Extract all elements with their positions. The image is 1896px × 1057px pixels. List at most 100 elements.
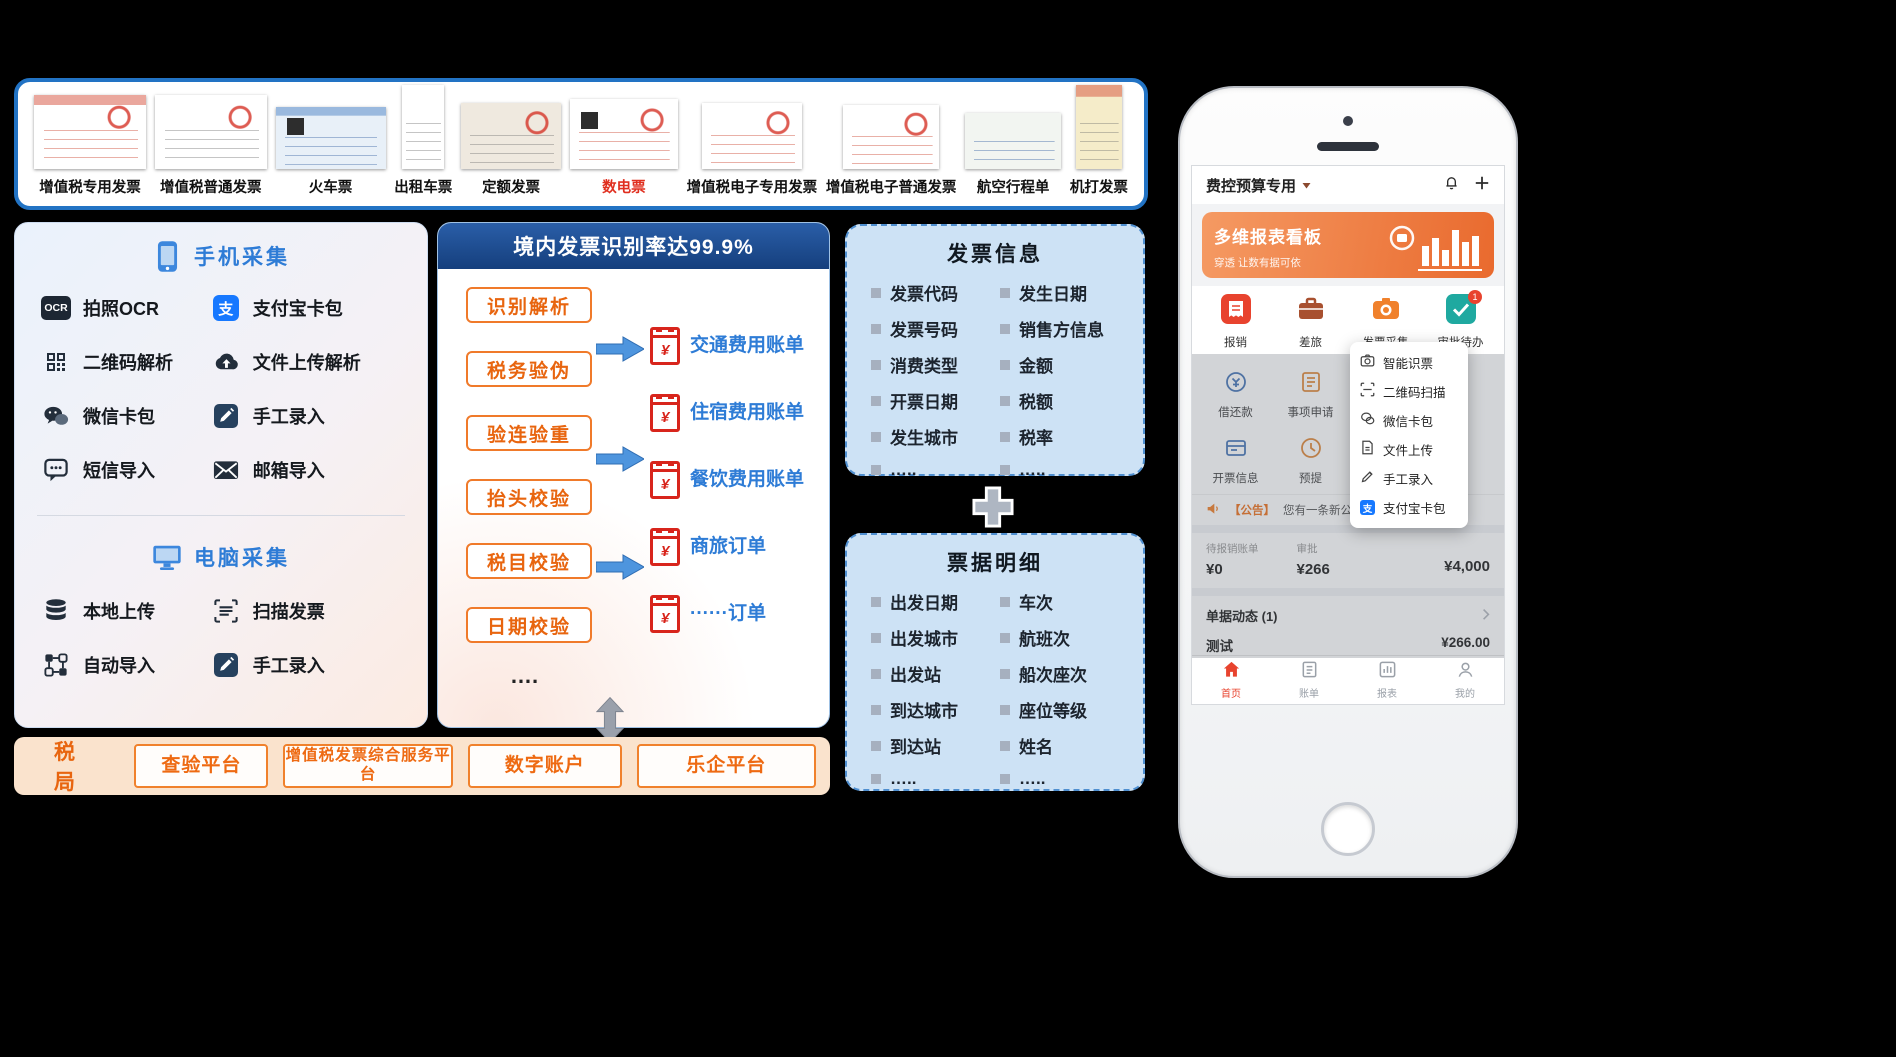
- wechat-icon: [41, 401, 71, 431]
- nav-bills[interactable]: 账单: [1270, 656, 1348, 704]
- bullet-icon: [1000, 359, 1010, 370]
- reimburse-icon: [1220, 294, 1251, 329]
- stat-value: ¥4,000: [1444, 558, 1490, 576]
- invoice-info-col2: 发生日期 销售方信息 金额 税额 税率 …..: [1000, 280, 1129, 480]
- quick-action-travel[interactable]: 差旅: [1273, 294, 1348, 350]
- pc-collect-title: 电脑采集: [194, 547, 290, 570]
- bell-icon[interactable]: [1443, 174, 1460, 196]
- engine-steps-ellipsis: ….: [510, 663, 539, 688]
- menu-item-file-upload[interactable]: 文件上传: [1350, 435, 1468, 464]
- qrcode-icon: [41, 347, 71, 377]
- phone-home-button[interactable]: [1321, 802, 1375, 856]
- pencil-icon: [211, 650, 241, 680]
- docs-section-title: 单据动态 (1): [1206, 609, 1278, 625]
- travel-icon: [1296, 294, 1326, 329]
- nav-label: 我的: [1455, 689, 1475, 700]
- bullet-icon: [1000, 323, 1010, 334]
- invoice-type-label: 机打发票: [1069, 180, 1128, 196]
- vat-general-invoice-thumbnail: [154, 95, 267, 169]
- menu-item-manual-entry[interactable]: 手工录入: [1350, 464, 1468, 493]
- vat-e-special-invoice-thumbnail: [701, 103, 802, 169]
- engine-step: 税务验伪: [466, 351, 592, 387]
- collect-item-label: 自动导入: [83, 656, 155, 676]
- quick-action-label: 报销: [1224, 337, 1247, 349]
- invoice-info-columns: 发票代码 发票号码 消费类型 开票日期 发生城市 ….. 发生日期 销售方信息 …: [847, 268, 1143, 480]
- invoice-type-label: 增值税电子专用发票: [686, 180, 818, 196]
- action-label: 开票信息: [1212, 473, 1259, 485]
- flow-arrow-icon: [595, 335, 646, 368]
- bills-icon: [1300, 660, 1319, 682]
- request-icon: [1299, 370, 1323, 399]
- bullet-icon: [871, 668, 881, 679]
- home-icon: [1222, 660, 1241, 682]
- collect-item-label: 扫描发票: [252, 602, 325, 622]
- engine-steps: 识别解析 税务验伪 验连验重 抬头校验 税目校验 日期校验 ….: [466, 287, 592, 688]
- stat-budget: ¥4,000: [1444, 541, 1490, 575]
- info-label: 发票号码: [890, 321, 958, 340]
- info-label: 税率: [1019, 429, 1053, 448]
- machine-printed-invoice-thumbnail: [1075, 85, 1122, 169]
- profile-icon: [1456, 660, 1475, 682]
- action-loan[interactable]: 借还款: [1198, 370, 1273, 420]
- output-label: 住宿费用账单: [690, 402, 805, 424]
- auto-import-icon: [41, 650, 71, 680]
- phone-screen: 费控预算专用 多维报表看板 穿透 让数有据可依: [1191, 165, 1505, 705]
- collect-item-label: 微信卡包: [83, 407, 155, 427]
- document-activity-header[interactable]: 单据动态 (1): [1192, 596, 1504, 631]
- quick-action-reimburse[interactable]: 报销: [1198, 294, 1273, 350]
- output-label: 商旅订单: [690, 536, 767, 558]
- menu-item-alipay-card[interactable]: 支 支付宝卡包: [1350, 493, 1468, 522]
- nav-profile[interactable]: 我的: [1426, 656, 1504, 704]
- app-header: 费控预算专用: [1192, 166, 1504, 204]
- info-item: …..: [871, 460, 1000, 480]
- nav-home[interactable]: 首页: [1192, 656, 1270, 704]
- pencil-icon: [211, 401, 241, 431]
- nav-label: 报表: [1377, 689, 1397, 700]
- alipay-badge: 支: [212, 295, 239, 321]
- output-label: ······订单: [690, 603, 766, 625]
- add-icon[interactable]: [1474, 175, 1490, 196]
- detail-item: 出发日期: [871, 589, 1000, 614]
- bullet-icon: [871, 632, 881, 643]
- action-request[interactable]: 事项申请: [1273, 370, 1348, 420]
- nav-reports[interactable]: 报表: [1348, 656, 1426, 704]
- speaker-icon: [1206, 502, 1221, 518]
- detail-label: 船次座次: [1019, 666, 1087, 685]
- collect-item: 手工录入: [211, 650, 401, 680]
- chevron-right-icon: [1482, 608, 1490, 624]
- collect-item-label: 二维码解析: [83, 353, 173, 373]
- menu-item-label: 文件上传: [1383, 444, 1434, 458]
- invoice-type-label: 数电票: [602, 180, 646, 196]
- wechat-icon: [1360, 411, 1375, 431]
- quick-action-label: 差旅: [1299, 337, 1322, 349]
- stat-pending-reimburse: 待报销账单 ¥0: [1206, 541, 1259, 578]
- platform-box: 增值税发票综合服务平台: [283, 744, 453, 788]
- menu-item-wechat-card[interactable]: 微信卡包: [1350, 406, 1468, 435]
- collection-panel: 手机采集 OCR 拍照OCR 支 支付宝卡包 二维码解析 文件上传解析: [14, 222, 428, 728]
- detail-label: 出发日期: [890, 594, 958, 613]
- menu-item-qrcode-scan[interactable]: 二维码扫描: [1350, 377, 1468, 406]
- stat-value: ¥0: [1206, 561, 1223, 579]
- platform-box: 查验平台: [134, 744, 269, 788]
- info-item: 金额: [1000, 352, 1129, 377]
- header-icons: [1443, 174, 1490, 196]
- dashboard-banner[interactable]: 多维报表看板 穿透 让数有据可依: [1202, 212, 1494, 278]
- detail-label: 出发站: [890, 666, 941, 685]
- bullet-icon: [871, 704, 881, 715]
- doc-amount: ¥266.00: [1441, 635, 1490, 651]
- action-label: 预提: [1299, 473, 1322, 485]
- platform-box: 乐企平台: [636, 744, 816, 788]
- red-invoice-icon: ¥: [650, 595, 680, 633]
- action-accrual[interactable]: 预提: [1273, 436, 1348, 486]
- menu-item-label: 二维码扫描: [1383, 386, 1446, 400]
- output-item: ¥ ······订单: [650, 595, 818, 633]
- flow-arrow-icon: [595, 445, 646, 478]
- menu-item-smart-scan[interactable]: 智能识票: [1350, 348, 1468, 377]
- qrcode-scan-icon: [1360, 382, 1375, 402]
- bullet-icon: [871, 431, 881, 442]
- stat-approval: 审批 ¥266: [1297, 541, 1330, 578]
- action-invoice-info[interactable]: 开票信息: [1198, 436, 1273, 486]
- collect-item: 手工录入: [211, 401, 401, 431]
- phone-camera: [1343, 116, 1353, 126]
